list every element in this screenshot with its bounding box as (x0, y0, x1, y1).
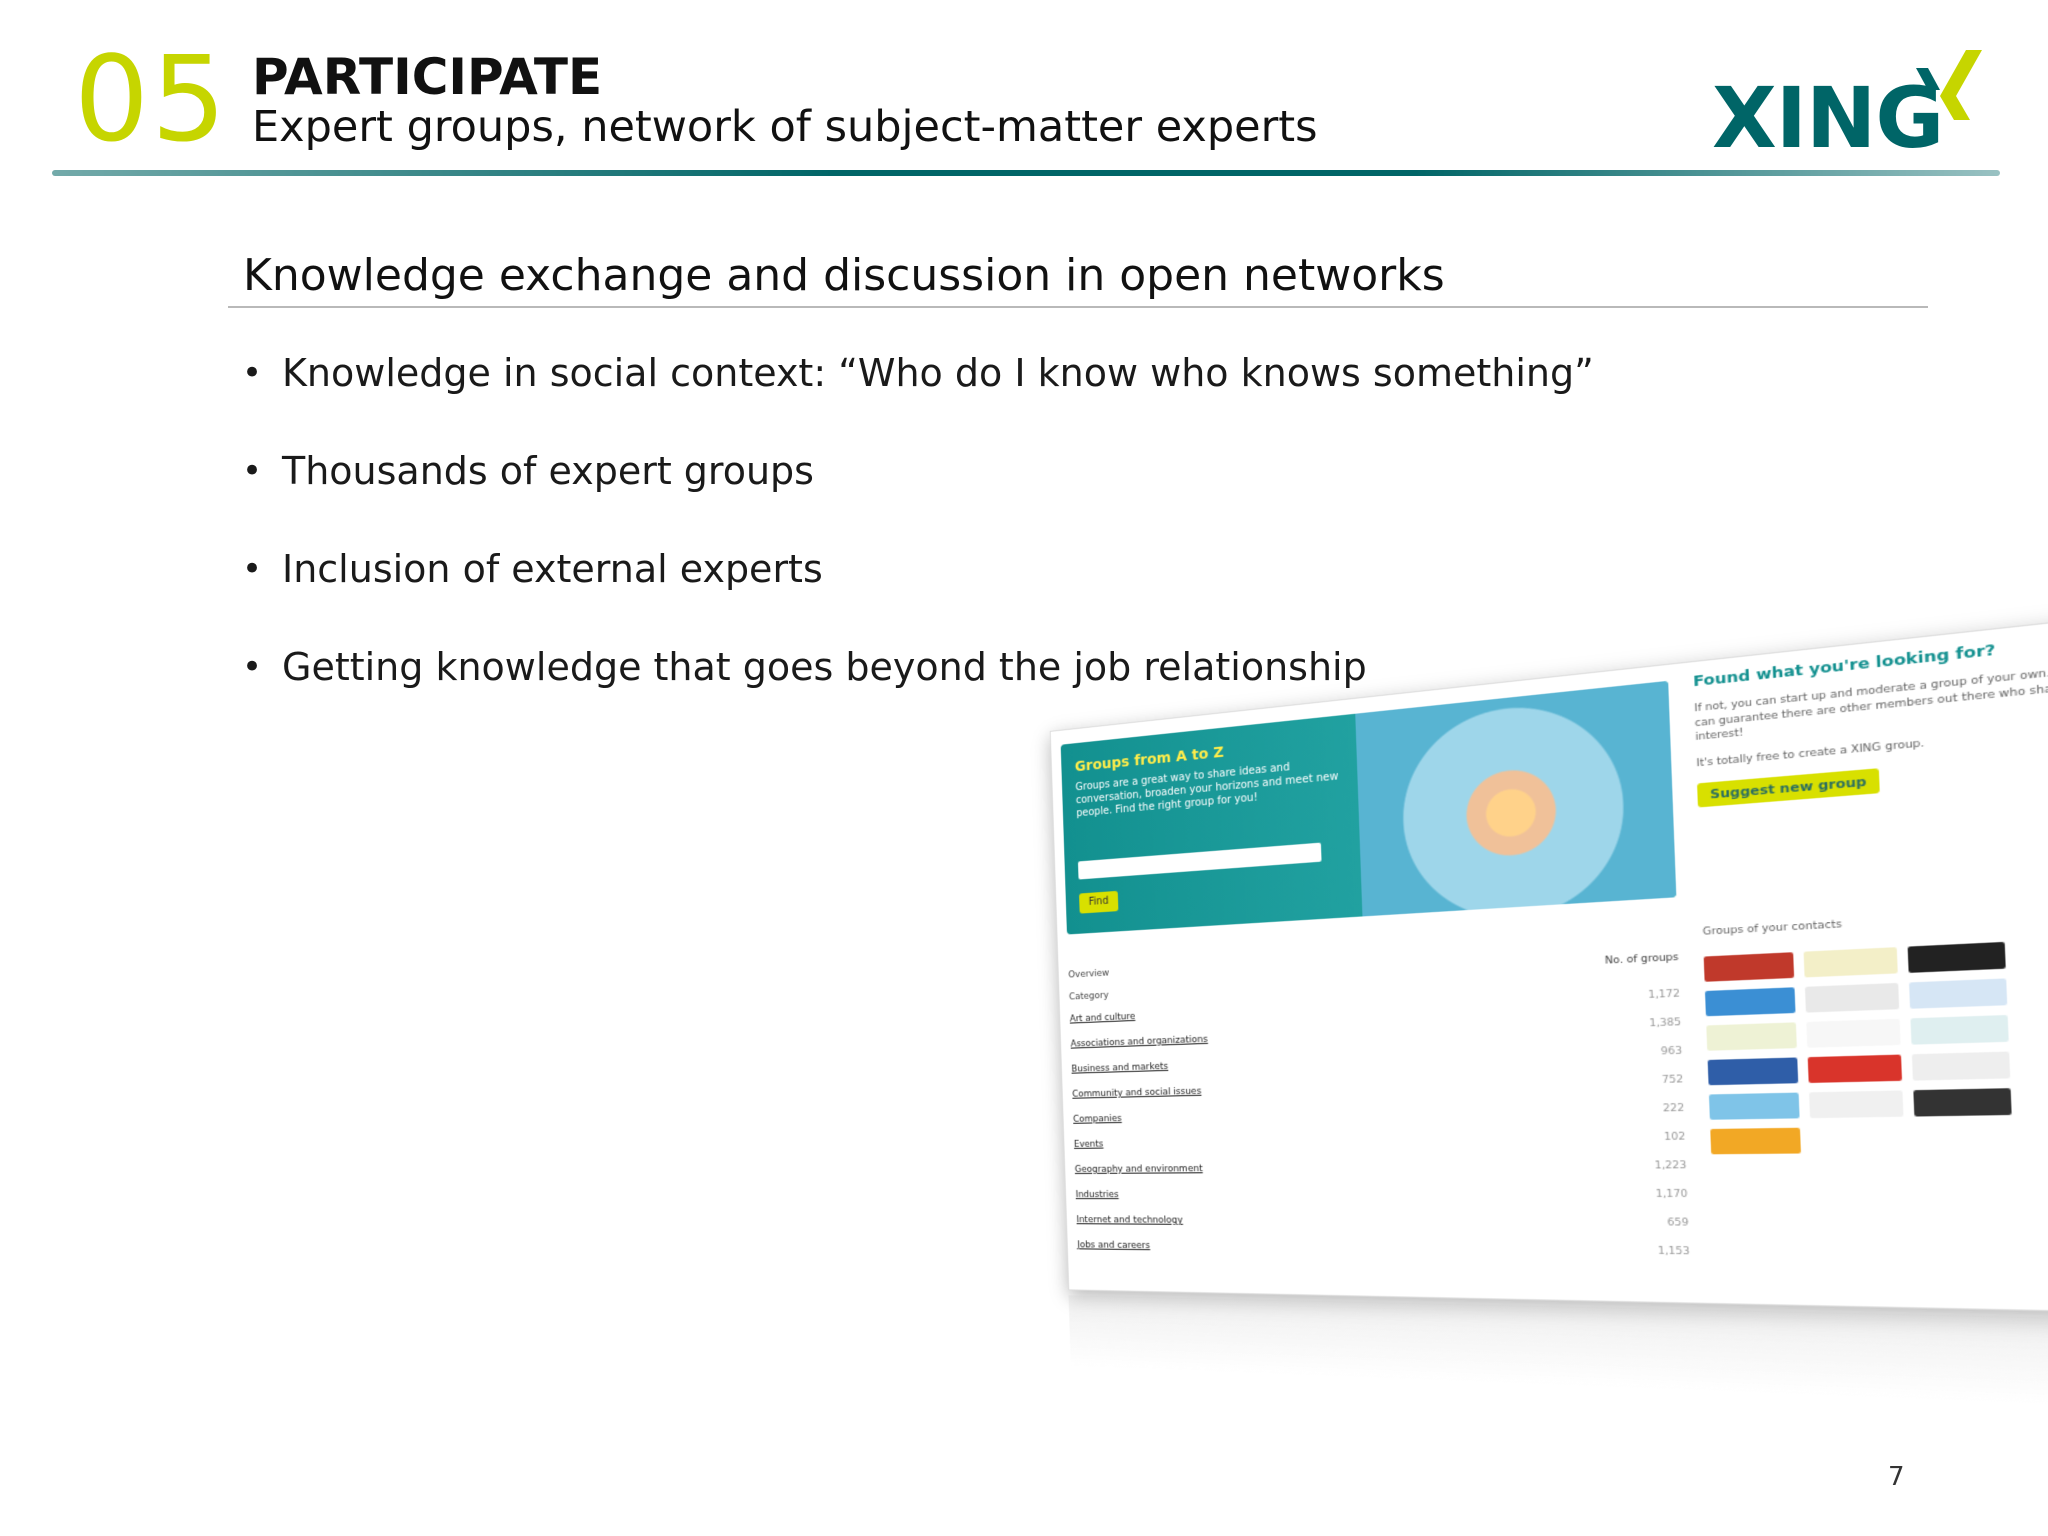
category-row[interactable]: Jobs and careers 1,153 (1077, 1240, 1691, 1275)
content-title: Knowledge exchange and discussion in ope… (243, 250, 1445, 301)
bullet-item: • Getting knowledge that goes beyond the … (240, 644, 1740, 690)
category-count: 963 (1660, 1045, 1683, 1058)
contacts-title: Groups of your contacts (1702, 919, 1843, 939)
group-badge[interactable] (1804, 982, 1900, 1013)
category-list: Overview No. of groups Category Art and … (1068, 938, 1691, 1275)
category-count: 1,172 (1648, 988, 1681, 1002)
category-link[interactable]: Jobs and careers (1077, 1240, 1151, 1252)
slide-header: 05 PARTICIPATE Expert groups, network of… (0, 0, 2048, 180)
suggest-panel: Found what you're looking for? If not, y… (1693, 631, 2048, 808)
category-count: 1,170 (1655, 1188, 1688, 1201)
category-link[interactable]: Internet and technology (1076, 1215, 1184, 1226)
category-link[interactable]: Art and culture (1069, 1011, 1136, 1025)
bullet-icon: • (242, 549, 263, 589)
page-number: 7 (1888, 1462, 1905, 1492)
category-link[interactable]: Companies (1072, 1113, 1122, 1125)
group-badge[interactable] (1910, 1014, 2009, 1045)
xing-logo: XING (1712, 50, 1992, 165)
group-badge[interactable] (1911, 1051, 2011, 1081)
group-badge[interactable] (1710, 1127, 1801, 1154)
content-divider (228, 306, 1928, 308)
bullet-icon: • (242, 353, 263, 393)
category-count: 1,223 (1654, 1160, 1687, 1172)
bullet-text: Getting knowledge that goes beyond the j… (282, 645, 1367, 689)
group-search-input[interactable] (1077, 842, 1322, 880)
group-badge[interactable] (1907, 941, 2006, 973)
section-subtitle: Expert groups, network of subject-matter… (252, 102, 1318, 152)
category-row[interactable]: Geography and environment 1,223 (1075, 1160, 1688, 1190)
category-count: 1,153 (1657, 1245, 1691, 1258)
group-badge[interactable] (1806, 1018, 1901, 1048)
suggest-group-button[interactable]: Suggest new group (1697, 768, 1881, 808)
bullet-text: Thousands of expert groups (282, 449, 814, 493)
bullet-text: Inclusion of external experts (282, 547, 823, 591)
xing-x-mark-icon (1916, 50, 1982, 120)
category-link[interactable]: Industries (1075, 1189, 1119, 1201)
group-badge-grid (1703, 939, 2048, 1154)
category-link[interactable]: Geography and environment (1074, 1163, 1203, 1176)
group-badge[interactable] (1706, 1021, 1797, 1051)
category-count: 1,385 (1649, 1017, 1682, 1030)
category-link[interactable]: Community and social issues (1072, 1086, 1202, 1100)
group-badge[interactable] (1807, 1054, 1903, 1083)
bullet-icon: • (242, 451, 263, 491)
group-badge[interactable] (1803, 946, 1898, 977)
group-badge[interactable] (1707, 1056, 1799, 1085)
group-badge[interactable] (1704, 986, 1796, 1016)
section-number: 05 (74, 30, 229, 168)
group-badge[interactable] (1809, 1089, 1904, 1118)
bullet-text: Knowledge in social context: “Who do I k… (282, 351, 1594, 395)
group-badge[interactable] (1913, 1087, 2012, 1117)
bullet-list: • Knowledge in social context: “Who do I … (240, 350, 1740, 742)
group-photo (1355, 680, 1677, 917)
group-badge[interactable] (1909, 977, 2008, 1009)
header-divider (52, 170, 2000, 176)
screenshot-perspective: Groups from A to Z Groups are a great wa… (1049, 615, 2048, 1408)
category-count: 222 (1662, 1102, 1685, 1115)
find-button[interactable]: Find (1079, 890, 1119, 914)
bullet-item: • Inclusion of external experts (240, 546, 1740, 592)
category-link[interactable]: Events (1073, 1139, 1104, 1150)
contact-groups-panel: Groups of your contacts (1702, 906, 2048, 1154)
bullet-item: • Thousands of expert groups (240, 448, 1740, 494)
bullet-icon: • (242, 647, 263, 687)
category-count: 752 (1661, 1074, 1684, 1087)
section-title: PARTICIPATE (252, 48, 603, 106)
xing-logo-text: XING (1712, 69, 1944, 167)
category-count: 102 (1663, 1131, 1686, 1144)
groups-banner: Groups from A to Z Groups are a great wa… (1060, 680, 1677, 935)
xing-groups-screenshot: Groups from A to Z Groups are a great wa… (1049, 615, 2048, 1408)
bullet-item: • Knowledge in social context: “Who do I … (240, 350, 1740, 396)
screenshot-card: Groups from A to Z Groups are a great wa… (1049, 615, 2048, 1314)
category-row[interactable]: Industries 1,170 (1075, 1189, 1688, 1218)
group-badge[interactable] (1708, 1092, 1800, 1120)
screenshot-reflection (1068, 1295, 2048, 1408)
category-link[interactable]: Business and markets (1071, 1061, 1169, 1075)
category-count: 659 (1667, 1217, 1689, 1230)
group-badge[interactable] (1703, 951, 1795, 982)
